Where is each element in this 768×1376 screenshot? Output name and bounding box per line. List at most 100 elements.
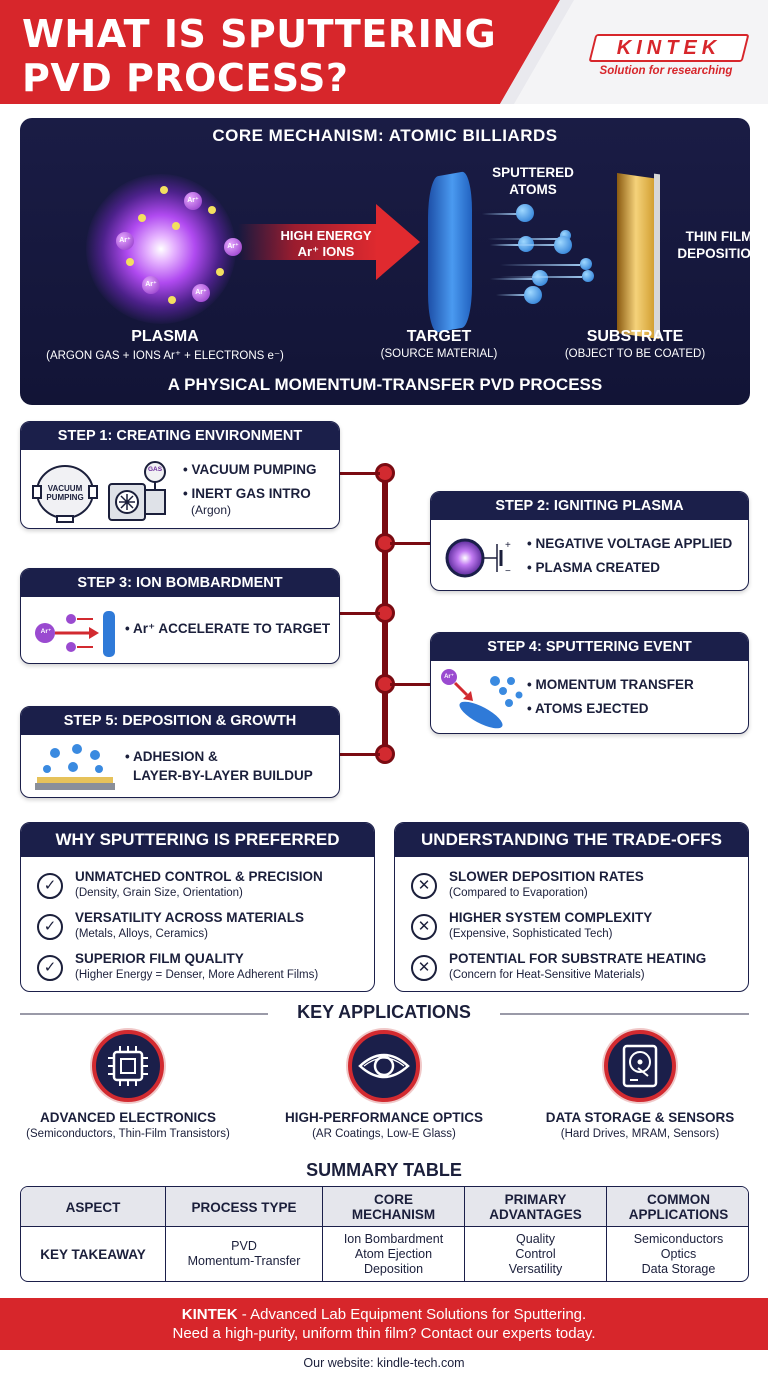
section-rule [500,1013,749,1015]
electron [216,268,224,276]
sputtered-atoms-line-1: SPUTTERED [492,165,574,180]
electron [138,214,146,222]
application-note: (Hard Drives, MRAM, Sensors) [560,1128,720,1140]
step-3-card: STEP 3: ION BOMBARDMENT Ar⁺ • Ar⁺ ACCELE… [20,568,340,664]
cons-item-note: (Expensive, Sophisticated Tech) [449,928,613,940]
svg-text:+: + [505,540,511,551]
cons-panel: UNDERSTANDING THE TRADE-OFFS ✕ SLOWER DE… [394,822,749,992]
cons-item-title: POTENTIAL FOR SUBSTRATE HEATING [449,951,707,966]
pros-item-note: (Higher Energy = Denser, More Adherent F… [75,969,319,981]
step-1-card: STEP 1: CREATING ENVIRONMENT VACUUM PUMP… [20,421,340,529]
sputtered-atom [554,236,572,254]
step-4-bullet-1: • MOMENTUM TRANSFER [527,677,694,692]
sputtered-atom [580,258,592,270]
step-1-bullet-1: • VACUUM PUMPING [183,462,317,477]
thin-film-deposition-label: THIN FILM DEPOSITION [672,228,750,262]
x-circle-icon: ✕ [411,873,437,899]
eye-glyph [358,1053,410,1079]
header: WHAT IS SPUTTERING PVD PROCESS? KINTEK S… [0,0,768,104]
logo-text: KINTEK [616,37,722,59]
logo-tagline: Solution for researching [599,65,733,77]
step-3-bullets: • Ar⁺ ACCELERATE TO TARGET [125,619,339,638]
table-cell: Quality Control Versatility [465,1227,607,1281]
cons-item-title: SLOWER DEPOSITION RATES [449,869,644,884]
check-circle-icon: ✓ [37,873,63,899]
key-applications-title: KEY APPLICATIONS [297,1002,471,1022]
application-note: (AR Coatings, Low-E Glass) [312,1128,456,1140]
argon-ion: Ar⁺ [224,238,242,256]
timeline-connector [340,612,380,615]
cons-item-note: (Concern for Heat-Sensitive Materials) [449,969,645,981]
step-4-bullet-2: • ATOMS EJECTED [527,701,649,716]
electron [126,258,134,266]
step-5-bullet-2: LAYER-BY-LAYER BUILDUP [133,768,313,783]
table-header-row [21,1187,748,1227]
step-2-bullet-2: • PLASMA CREATED [527,560,660,575]
pros-item-title: SUPERIOR FILM QUALITY [75,951,244,966]
pros-title: WHY SPUTTERING IS PREFERRED [21,823,374,857]
cons-item-title: HIGHER SYSTEM COMPLEXITY [449,910,653,925]
timeline-connector [390,683,430,686]
footer-line-1-text: - Advanced Lab Equipment Solutions for S… [237,1306,587,1323]
substrate-plate [617,173,659,339]
page-title: WHAT IS SPUTTERING PVD PROCESS? [22,12,496,100]
step-5-card: STEP 5: DEPOSITION & GROWTH • ADHESION &… [20,706,340,798]
atom-trail [500,276,582,278]
title-line-1: WHAT IS SPUTTERING [22,12,497,56]
table-header-cell: CORE MECHANISM [323,1187,465,1227]
x-circle-icon: ✕ [411,955,437,981]
thin-film-line-1: THIN FILM [685,229,750,244]
step-4-bullets: • MOMENTUM TRANSFER • ATOMS EJECTED [527,673,747,721]
kintek-logo[interactable]: KINTEK Solution for researching [586,30,750,82]
step-4-title: STEP 4: SPUTTERING EVENT [431,633,748,661]
arrow-label: HIGH ENERGY Ar⁺ IONS [266,228,386,260]
summary-table: ASPECT PROCESS TYPE CORE MECHANISM PRIMA… [20,1186,749,1282]
step-2-card: STEP 2: IGNITING PLASMA + − • NEGATIVE V… [430,491,749,591]
substrate-label-main: SUBSTRATE [586,328,684,345]
atom-trail [496,244,556,246]
table-cell: KEY TAKEAWAY [21,1227,166,1281]
step-2-title: STEP 2: IGNITING PLASMA [431,492,748,520]
pros-item-title: UNMATCHED CONTROL & PRECISION [75,869,323,884]
step-2-bullet-1: • NEGATIVE VOLTAGE APPLIED [527,536,733,551]
plasma-label-sub: (ARGON GAS + IONS Ar⁺ + ELECTRONS e⁻) [46,350,284,362]
timeline-connector [390,542,430,545]
arrow-label-line-1: HIGH ENERGY [280,228,372,243]
sputtered-atom [516,204,534,222]
title-line-2: PVD PROCESS? [22,56,349,100]
argon-ion: Ar⁺ [116,232,134,250]
step-1-note: (Argon) [191,503,232,517]
arrow-label-line-2: Ar⁺ IONS [297,244,355,259]
table-header-cell: COMMON APPLICATIONS [628,1192,729,1222]
step-3-title: STEP 3: ION BOMBARDMENT [21,569,339,597]
electron [208,206,216,214]
application-title: HIGH-PERFORMANCE OPTICS [284,1110,483,1125]
ion-icon-label: Ar⁺ [40,628,52,635]
website-link[interactable]: Our website: kindle-tech.com [303,1356,465,1370]
vacuum-pumping-icon-label: VACUUM PUMPING [46,484,84,502]
target-label-sub: (SOURCE MATERIAL) [380,348,498,360]
electron [172,222,180,230]
header-red-band [0,0,560,104]
eye-icon [348,1030,420,1102]
summary-table-title: SUMMARY TABLE [306,1160,462,1180]
electron [160,186,168,194]
target-label-main: TARGET [406,328,472,345]
hard-drive-glyph [622,1044,658,1088]
pros-item-note: (Density, Grain Size, Orientation) [75,887,243,899]
hard-drive-icon [604,1030,676,1102]
atom-trail [482,213,520,215]
substrate-label: SUBSTRATE (OBJECT TO BE COATED) [540,328,730,360]
step-5-title: STEP 5: DEPOSITION & GROWTH [21,707,339,735]
footer-banner[interactable]: KINTEK - Advanced Lab Equipment Solution… [0,1298,768,1350]
pros-panel: WHY SPUTTERING IS PREFERRED ✓ UNMATCHED … [20,822,375,992]
footer-line-1: KINTEK - Advanced Lab Equipment Solution… [0,1305,768,1324]
chip-icon [92,1030,164,1102]
timeline-connector [340,753,380,756]
atom-trail [500,264,580,266]
target-label: TARGET (SOURCE MATERIAL) [366,328,512,360]
pros-item-title: VERSATILITY ACROSS MATERIALS [75,910,305,925]
step-5-bullets: • ADHESION & LAYER-BY-LAYER BUILDUP [125,747,339,785]
step-1-bullets: • VACUUM PUMPING • INERT GAS INTRO (Argo… [183,460,339,520]
argon-ion: Ar⁺ [192,284,210,302]
